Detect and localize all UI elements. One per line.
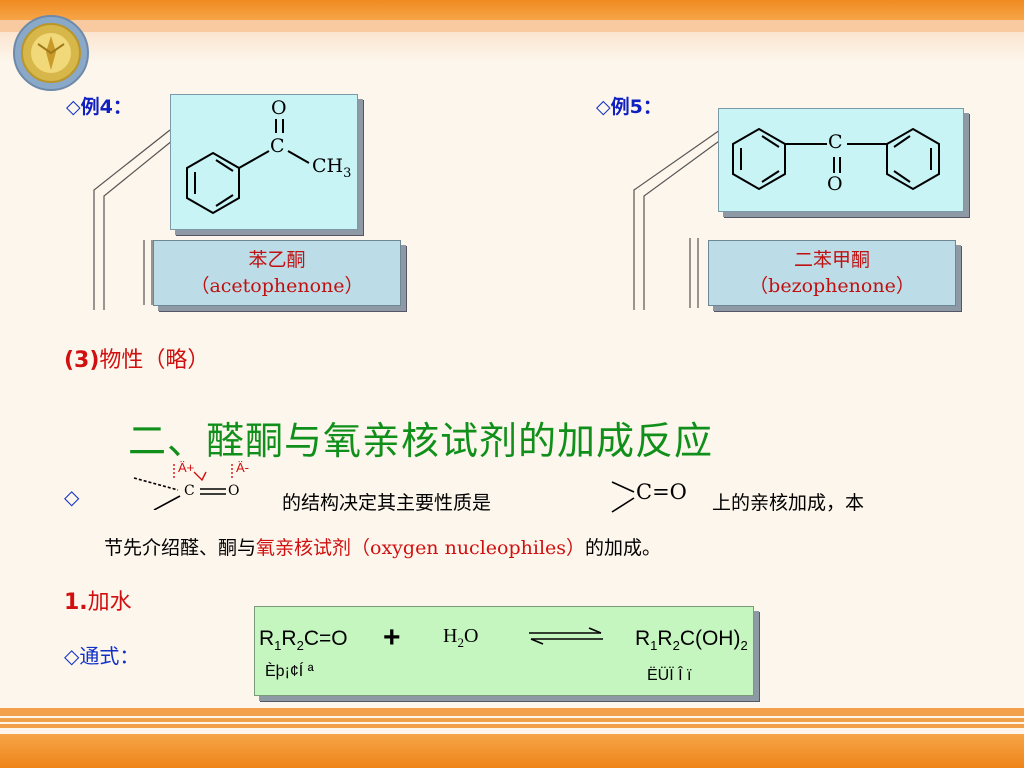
- atom-c: C: [270, 135, 285, 157]
- top-band-fade: [0, 32, 1024, 62]
- connector-lines-right: [633, 129, 727, 310]
- acetophenone-drawing: [186, 119, 310, 215]
- page-title: 二、醛酮与氧亲核试剂的加成反应: [128, 419, 714, 463]
- inline-carbonyl: C=O: [608, 478, 704, 518]
- benzophenone-structure: C O: [718, 108, 964, 212]
- reactant: R1R2C=O: [259, 627, 348, 654]
- carbonyl-o: O: [228, 483, 240, 499]
- section-1-heading: 1.加水: [64, 590, 132, 615]
- inline-carbonyl-bonds: [611, 481, 635, 513]
- plus-sign: +: [383, 621, 401, 654]
- acetophenone-name: 苯乙酮 （acetophenone）: [153, 240, 401, 306]
- atom-methyl: CH3: [312, 155, 352, 181]
- bottom-stripe-3: [0, 724, 1024, 728]
- equilibrium-arrow-icon: [529, 627, 603, 645]
- section-3-heading: (3)物性（略）: [64, 348, 210, 373]
- paragraph-line2: 节先介绍醛、酮与氧亲核试剂（oxygen nucleophiles）的加成。: [104, 537, 662, 559]
- polarized-carbonyl: Ä+ Ä- C O: [128, 458, 268, 510]
- atom-o: O: [827, 173, 843, 195]
- paragraph-line1-end: 上的亲核加成，本: [712, 492, 865, 514]
- reaction-formula: R1R2C=O + H2O R1R2C(OH)2 Èþ¡¢Í ª ËÜÏ Î ï: [254, 606, 754, 696]
- benzophenone-name: 二苯甲酮 （bezophenone）: [708, 240, 956, 306]
- example5-label: ◇例5：: [596, 96, 662, 118]
- product-caption: ËÜÏ Î ï: [647, 667, 692, 684]
- atom-o: O: [271, 97, 287, 119]
- top-band-stripe: [0, 20, 1024, 32]
- delta-plus: Ä+: [178, 460, 195, 475]
- paragraph-diamond: ◇: [64, 485, 80, 509]
- delta-minus: Ä-: [236, 460, 249, 475]
- acetophenone-structure: O C CH3: [170, 94, 358, 230]
- example4-label: ◇例4：: [66, 96, 132, 118]
- bottom-band: [0, 734, 1024, 768]
- university-logo-icon: [13, 15, 89, 91]
- bottom-stripe-1: [0, 708, 1024, 716]
- carbonyl-c: C: [184, 483, 195, 499]
- carbonyl-bonds: [133, 464, 233, 510]
- benzophenone-drawing: [732, 127, 940, 191]
- general-formula-label: ◇通式：: [64, 644, 140, 668]
- bottom-stripe-2: [0, 718, 1024, 722]
- product: R1R2C(OH)2: [635, 627, 748, 654]
- atom-c: C: [828, 131, 843, 153]
- paragraph-line1: 的结构决定其主要性质是: [282, 492, 492, 514]
- reactant-caption: Èþ¡¢Í ª: [265, 663, 314, 680]
- water: H2O: [443, 625, 479, 650]
- top-band: [0, 0, 1024, 20]
- connector-lines: [93, 129, 640, 310]
